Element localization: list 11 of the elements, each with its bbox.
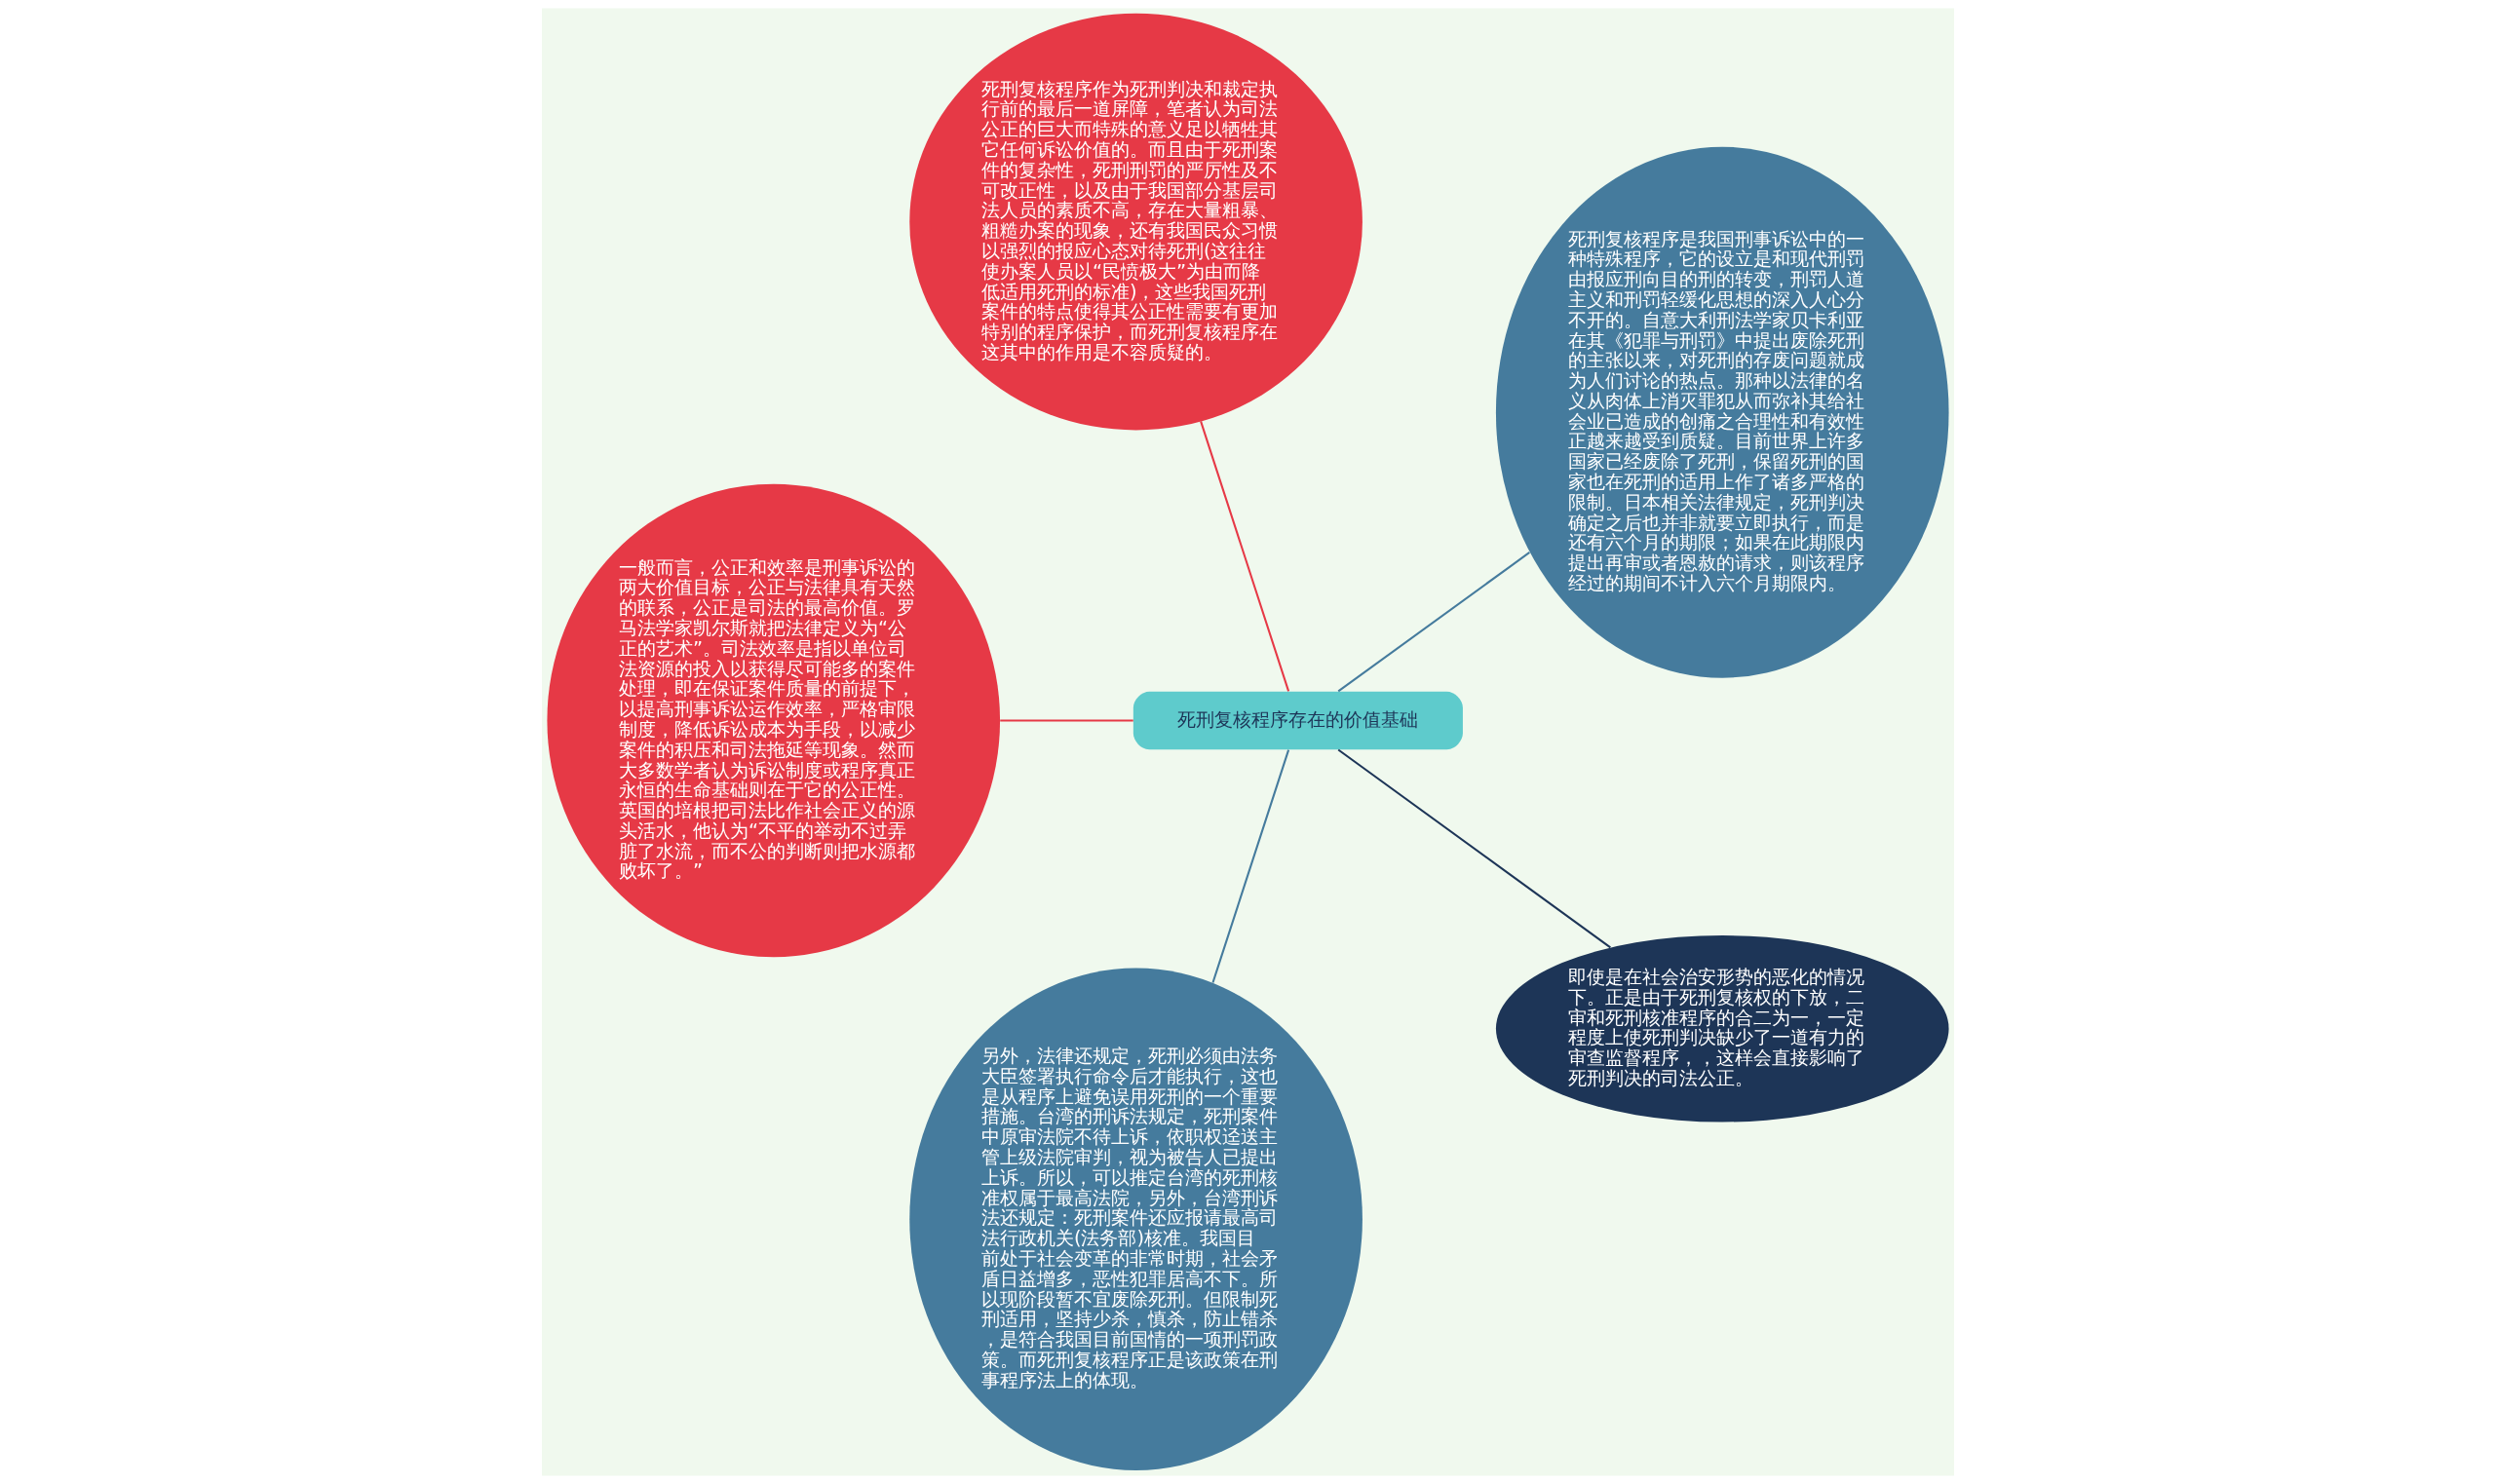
connector [1337,748,1611,949]
connector [999,719,1133,722]
node-circle: 另外，法律还规定，死刑必须由法务大臣签署执行命令后才能执行，这也是从程序上避免误用死刑的一个重要措施。台湾的刑诉法规定，死刑案件中原审法院不待上诉，依职权迳送主管上级法院审判，视为被告人已提出上诉。所以，可以推定台湾的死刑核准权属于最高法院，另外，台湾刑诉法还规定：死刑案件还应报请最高司法行政机关(法务部)核准。我国目前处于社会变革的非常时期，社会矛盾日益增多，恶性犯罪居高不下。所以现阶段暂不宜废除死刑。但限制死刑适用，坚持少杀，慎杀，防止错杀，是符合我国目前国情的一项刑罚政策。而死刑复核程序正是该政策在刑事程序法上的体现。 [908,968,1363,1470]
connector [1337,552,1530,693]
node-box: 死刑复核程序存在的价值基础 [1132,691,1463,750]
node-ellipse: 即使是在社会治安形势的恶化的情况下。正是由于死刑复核权的下放，二审和死刑核准程序的合二为一，一定程度上使死刑判决缺少了一道有力的审查监督程序，，这样会直接影响了死刑判决的司法公正。 [1495,935,1949,1123]
connector [1199,421,1289,692]
node-circle: 一般而言，公正和效率是刑事诉讼的两大价值目标，公正与法律具有天然的联系，公正是司法的最高价值。罗马法学家凯尔斯就把法律定义为“公正的艺术”。司法效率是指以单位司法资源的投入以获得尽可能多的案件处理，即在保证案件质量的前提下，以提高刑事诉讼运作效率，严格审限制度，降低诉讼成本为手段，以减少案件的积压和司法拖延等现象。然而大多数学者认为诉讼制度或程序真正永恒的生命基础则在于它的公正性。英国的培根把司法比作社会正义的源头活水，他认为“不平的举动不过弄脏了水流，而不公的判断则把水源都败坏了。” [546,483,1000,958]
connector [1211,749,1289,983]
node-ellipse: 死刑复核程序是我国刑事诉讼中的一种特殊程序，它的设立是和现代刑罚由报应刑向目的刑的转变，刑罚人道主义和刑罚轻缓化思想的深入人心分不开的。自意大利刑法学家贝卡利亚在其《犯罪与刑罚》中提出废除死刑的主张以来，对死刑的存废问题就成为人们讨论的热点。那种以法律的名义从肉体上消灭罪犯从而弥补其给社会业已造成的创痛之合理性和有效性正越来越受到质疑。目前世界上许多国家已经废除了死刑，保留死刑的国家也在死刑的适用上作了诸多严格的限制。日本相关法律规定，死刑判决确定之后也并非就要立即执行，而是还有六个月的期限；如果在此期限内提出再审或者恩赦的请求，则该程序经过的期间不计入六个月期限内。 [1495,146,1949,678]
node-circle: 死刑复核程序作为死刑判决和裁定执行前的最后一道屏障，笔者认为司法公正的巨大而特殊的意义足以牺牲其它任何诉讼价值的。而且由于死刑案件的复杂性，死刑刑罚的严厉性及不可改正性，以及由于我国部分基层司法人员的素质不高，存在大量粗暴、粗糙办案的现象，还有我国民众习惯以强烈的报应心态对待死刑(这往往使办案人员以“民愤极大”为由而降低适用死刑的标准)，这些我国死刑案件的特点使得其公正性需要有更加特别的程序保护，而死刑复核程序在这其中的作用是不容质疑的。 [908,13,1363,431]
